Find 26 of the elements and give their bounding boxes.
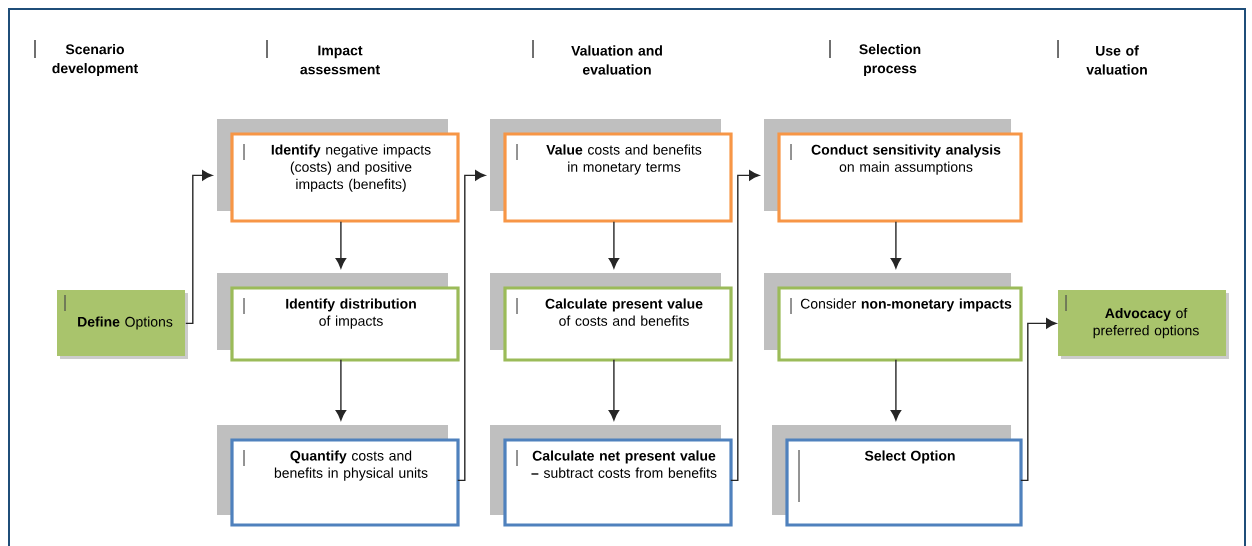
column-header: Selection process bbox=[829, 39, 921, 77]
process-box: Quantify costs and benefits in physical units bbox=[217, 425, 460, 527]
column-header: Valuation and evaluation bbox=[532, 39, 662, 75]
arrow bbox=[608, 359, 620, 421]
process-box: Consider non-monetary impacts bbox=[764, 273, 1023, 362]
column-header: Impact assessment bbox=[266, 39, 380, 75]
arrow bbox=[890, 221, 902, 269]
arrow bbox=[335, 221, 347, 269]
column-header: Use of valuation bbox=[1057, 39, 1147, 75]
process-box: Value costs and benefits in monetary terms bbox=[490, 119, 733, 223]
process-box: Identify distribution of impacts bbox=[217, 273, 460, 362]
process-box: Select Option bbox=[772, 425, 1023, 527]
process-box: Conduct sensitivity analysis on main assumptions bbox=[764, 119, 1023, 223]
terminal-box: Advocacy of preferred options bbox=[1058, 290, 1229, 359]
arrow bbox=[457, 170, 486, 482]
process-box: Calculate present value of costs and benefits bbox=[490, 273, 733, 362]
arrow bbox=[608, 221, 620, 269]
arrow bbox=[730, 170, 760, 482]
arrow bbox=[1020, 318, 1057, 482]
arrow bbox=[890, 359, 902, 421]
process-box: Identify negative impacts (costs) and positive impacts (benefits) bbox=[217, 119, 460, 223]
column-header: Scenario development bbox=[34, 39, 138, 77]
arrow bbox=[335, 359, 347, 421]
arrow bbox=[185, 170, 213, 325]
terminal-box: Define Options bbox=[57, 290, 188, 359]
process-box: Calculate net present value – subtract costs from benefits bbox=[490, 425, 733, 527]
